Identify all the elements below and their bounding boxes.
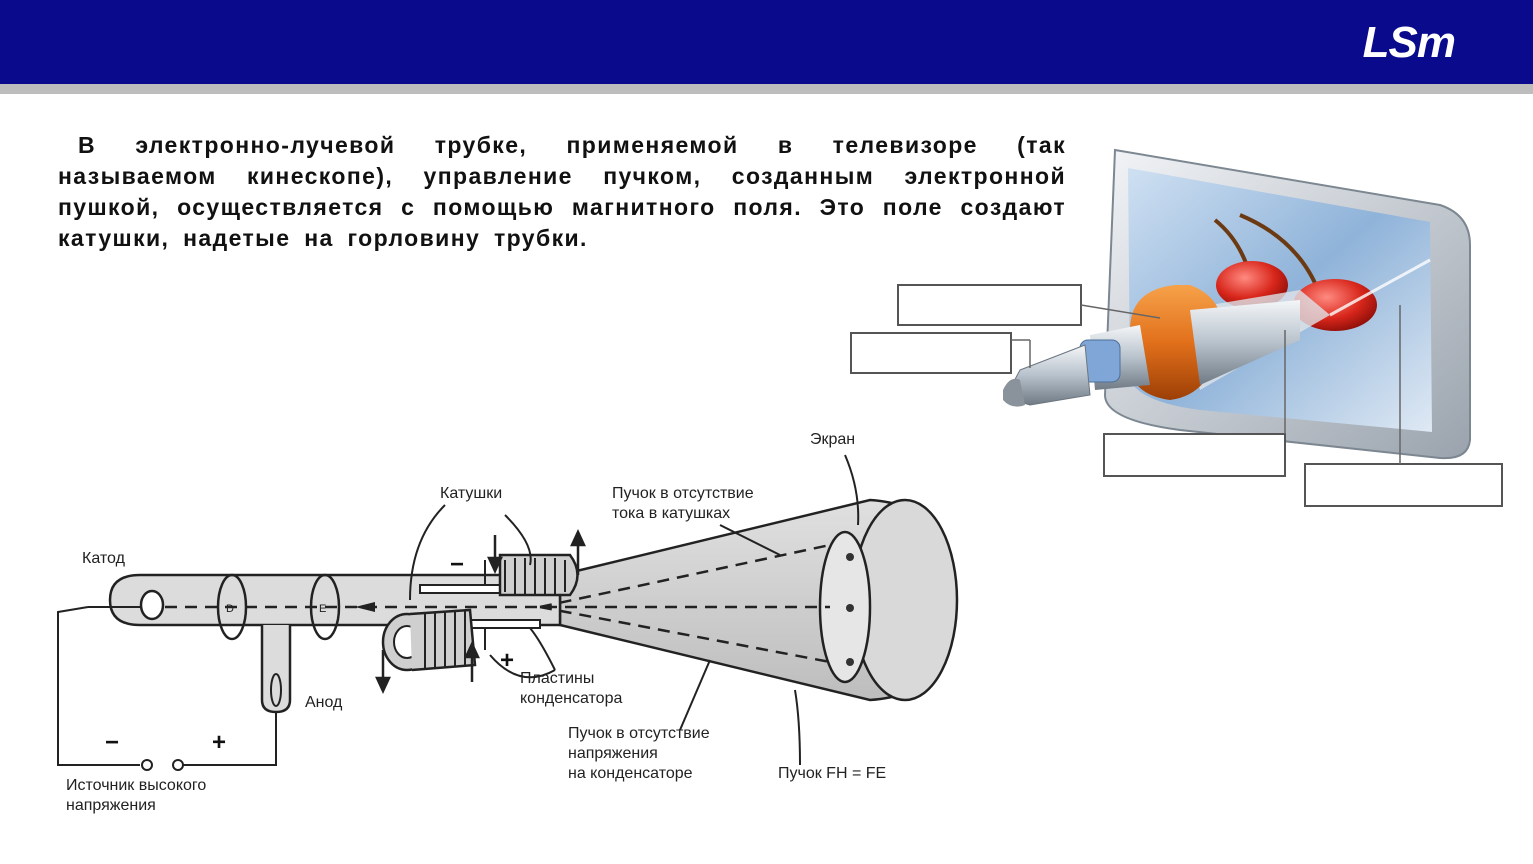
- leader-lines: [409, 454, 860, 766]
- label-box-neck: [1103, 433, 1286, 477]
- crt-cone: [558, 498, 959, 702]
- label-box-screen: [1304, 463, 1503, 507]
- label-beam-balance: Пучок FH = FE: [778, 765, 886, 782]
- title-bar: [0, 0, 1533, 84]
- label-beam-no-voltage-3: на конденсаторе: [568, 765, 693, 782]
- label-cathode: Катод: [82, 550, 126, 567]
- circuit-wires: [57, 606, 277, 771]
- label-coils: Катушки: [440, 485, 502, 502]
- label-source-2: напряжения: [66, 797, 156, 814]
- label-plus-plate: +: [500, 647, 514, 674]
- title-bar-underline: [0, 84, 1533, 94]
- label-minus-plate: −: [450, 551, 464, 578]
- label-minus: −: [105, 729, 119, 756]
- screen-disc: [818, 530, 872, 684]
- electrode-d-label: D: [226, 603, 234, 615]
- description-paragraph: В электронно-лучевой трубке, применяемой…: [58, 132, 1066, 251]
- crt-neck: D E: [88, 573, 562, 760]
- label-source-1: Источник высокого: [66, 777, 206, 794]
- label-plus: +: [212, 729, 226, 756]
- label-beam-no-voltage-1: Пучок в отсутствие: [568, 725, 710, 742]
- beam-lines: [165, 543, 831, 664]
- label-beam-no-current-1: Пучок в отсутствие: [612, 485, 754, 502]
- label-beam-no-voltage-2: напряжения: [568, 745, 658, 762]
- label-plates-2: конденсатора: [520, 690, 622, 707]
- kinescope-label-boxes: [850, 284, 1503, 507]
- cathode-element: [139, 589, 165, 621]
- label-plates-1: Пластины: [520, 670, 594, 687]
- label-beam-no-current-2: тока в катушках: [612, 505, 730, 522]
- label-box-gun: [850, 332, 1012, 374]
- field-arrows: [375, 529, 586, 694]
- kinescope-neck: [1003, 258, 1431, 407]
- brand-logo: LSm: [1362, 18, 1456, 67]
- label-box-coils: [897, 284, 1082, 326]
- label-anode: Анод: [305, 694, 343, 711]
- label-screen: Экран: [810, 431, 855, 448]
- coils: [381, 553, 579, 672]
- electrode-e-label: E: [319, 603, 326, 615]
- anode-branch: [260, 625, 292, 714]
